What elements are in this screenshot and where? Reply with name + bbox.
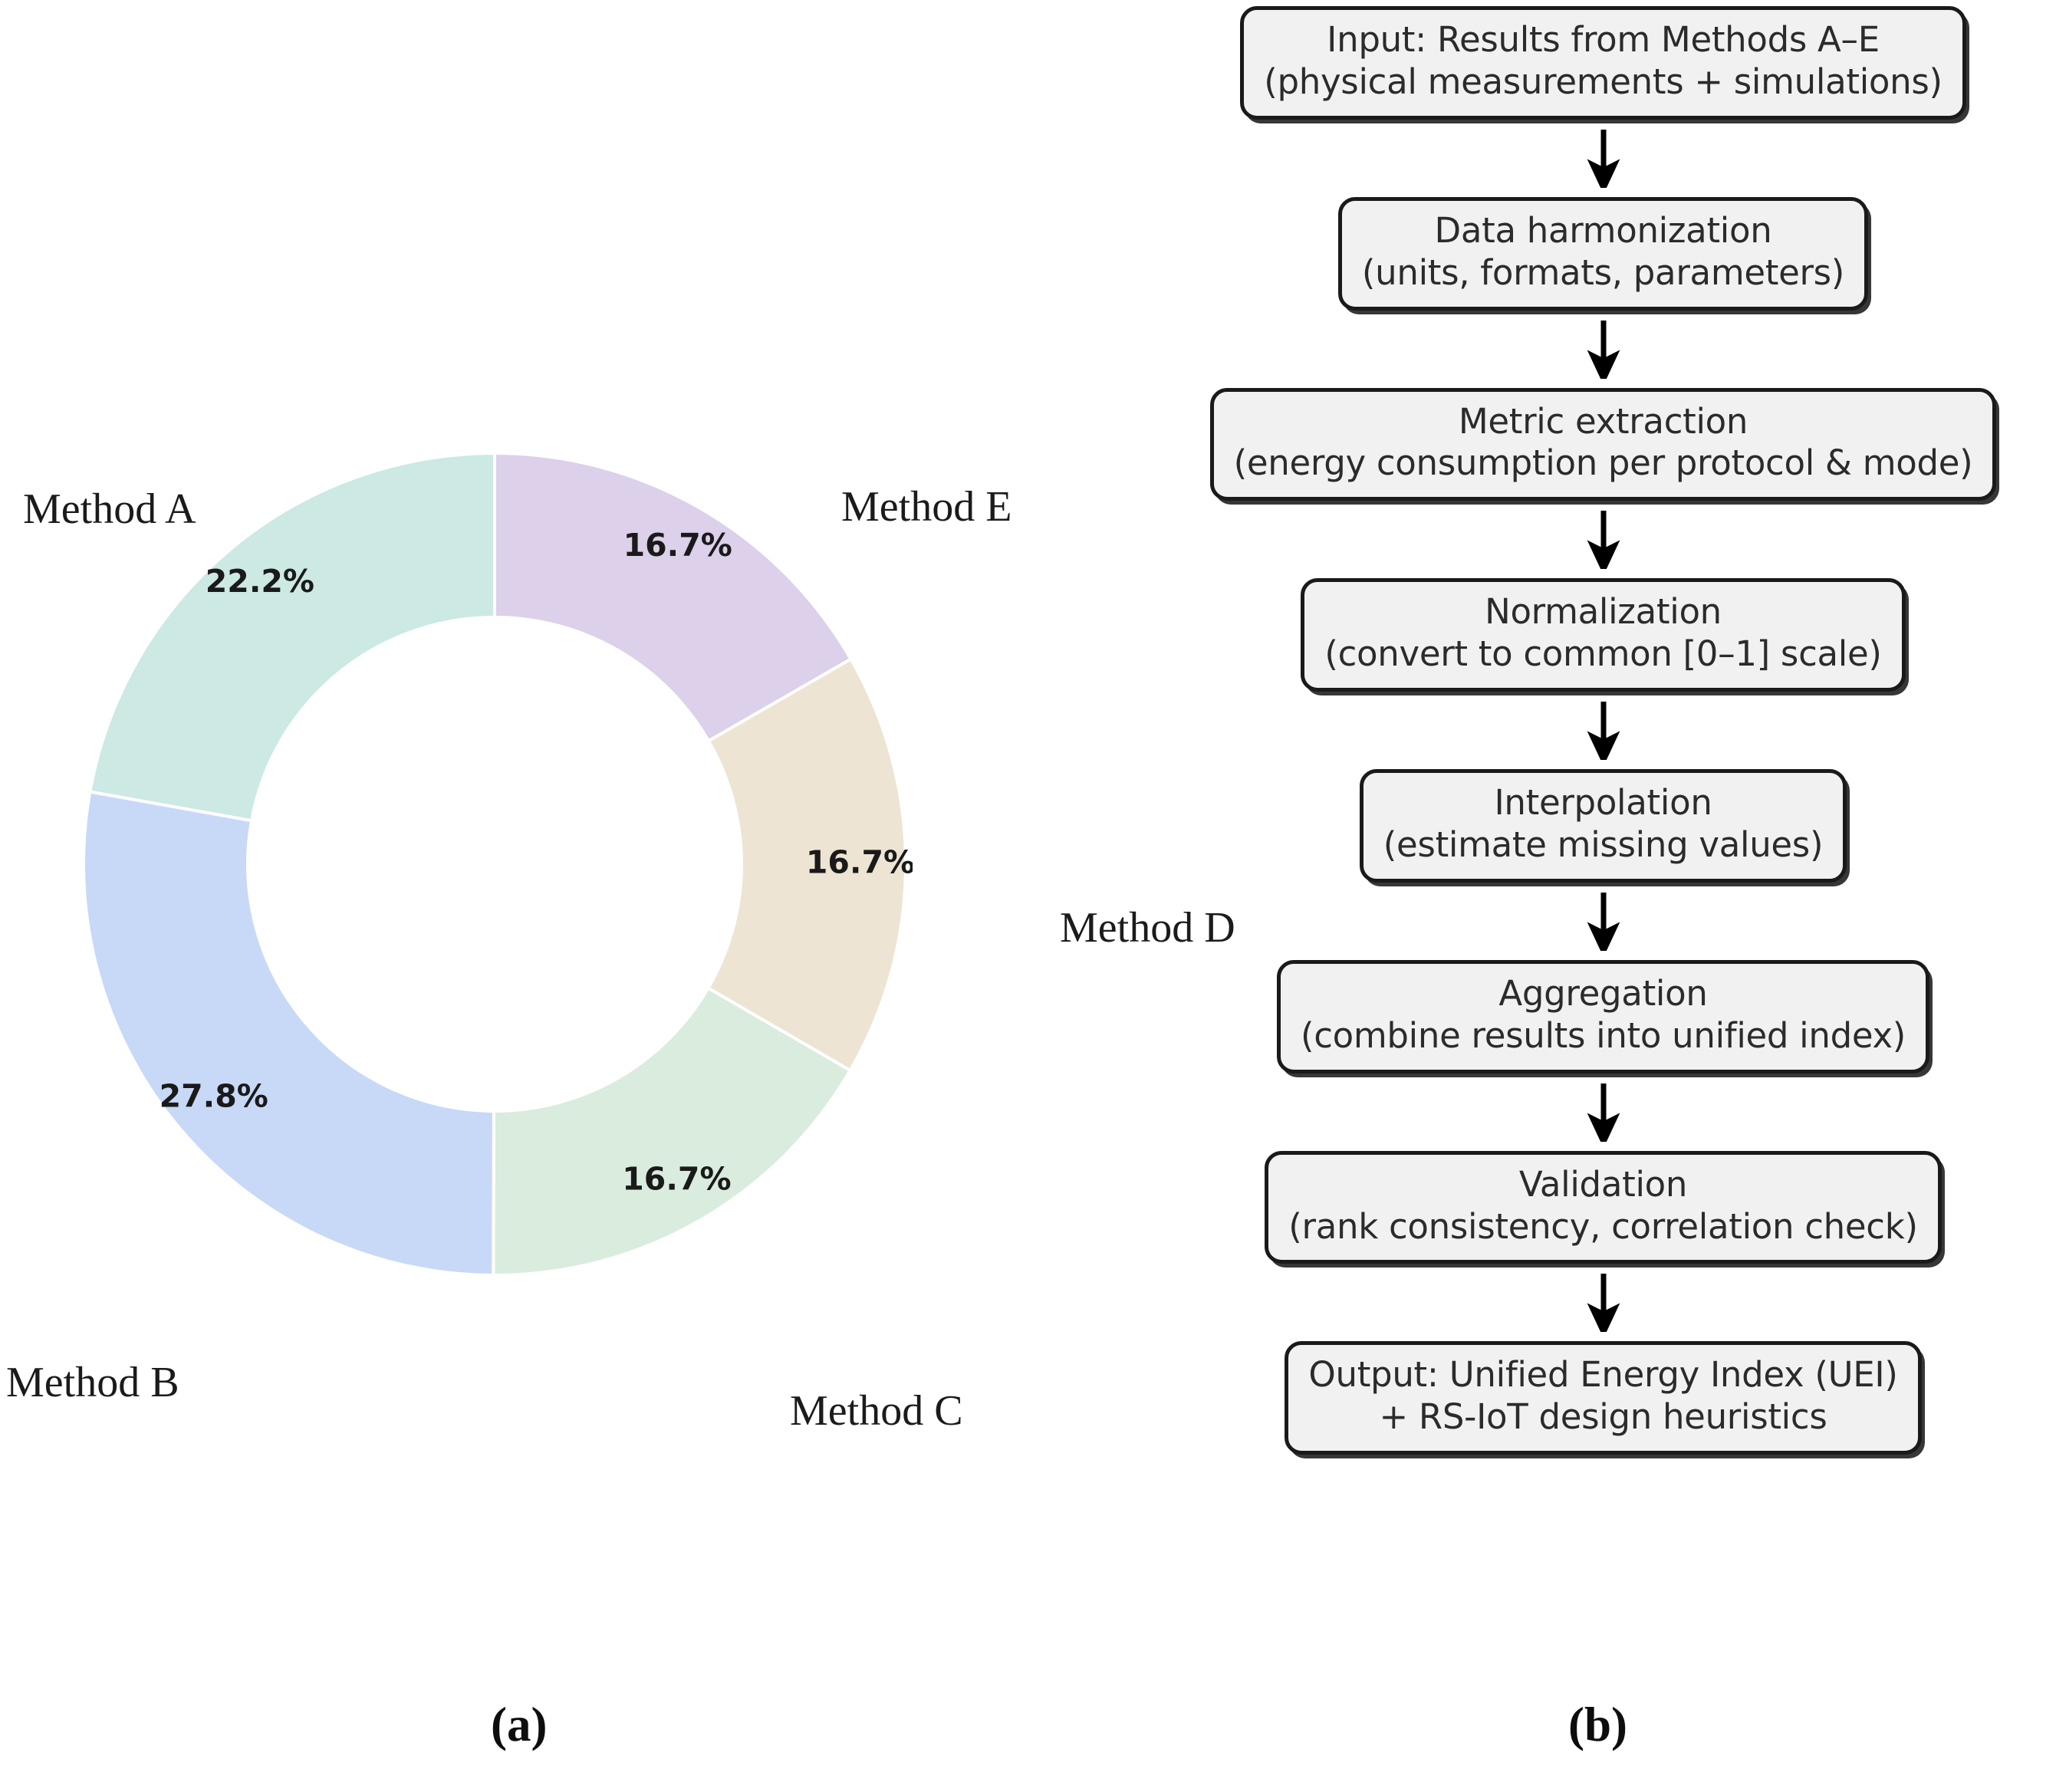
donut-slice-method-e[interactable]	[493, 451, 854, 744]
flow-node-output-line1: Output: Unified Energy Index (UEI)	[1308, 1354, 1898, 1396]
flow-node-metric-extraction-line2: (energy consumption per protocol & mode)	[1233, 442, 1973, 484]
donut-slice-method-a[interactable]	[88, 451, 496, 823]
flow-arrow-down-icon-5	[1587, 892, 1620, 951]
flow-arrow-down-icon-4	[1587, 702, 1620, 761]
flow-node-validation[interactable]: Validation (rank consistency, correlatio…	[1265, 1150, 1942, 1264]
donut-slice-method-c[interactable]	[492, 985, 853, 1277]
donut-label-method-d: Method D	[1060, 904, 1235, 952]
flowchart-column: Input: Results from Methods A–E (physica…	[1150, 6, 2056, 1455]
flow-node-normalization[interactable]: Normalization (convert to common [0–1] s…	[1301, 578, 1906, 692]
donut-percent-method-e: 16.7%	[623, 527, 732, 564]
donut-percent-method-d: 16.7%	[806, 844, 913, 881]
panel-a-donut-chart: 16.7% 16.7% 16.7% 27.8% 22.2% Method A Metho…	[6, 446, 1235, 1751]
flow-node-interpolation-line2: (estimate missing values)	[1383, 824, 1824, 866]
flow-node-aggregation-line2: (combine results into unified index)	[1300, 1014, 1906, 1056]
donut-percent-method-a: 22.2%	[206, 563, 314, 600]
flow-node-normalization-line1: Normalization	[1485, 591, 1722, 633]
flow-node-normalization-line2: (convert to common [0–1] scale)	[1324, 633, 1882, 675]
flow-node-input-line2: (physical measurements + simulations)	[1264, 61, 1943, 102]
donut-slice-method-d[interactable]	[706, 656, 908, 1073]
figure-caption-a: (a)	[491, 1698, 548, 1751]
flow-node-aggregation-line1: Aggregation	[1498, 972, 1708, 1014]
flow-node-interpolation-line1: Interpolation	[1494, 782, 1712, 824]
donut-label-method-e: Method E	[841, 483, 1012, 531]
donut-slice-group	[81, 451, 908, 1277]
donut-percent-method-c: 16.7%	[622, 1161, 731, 1198]
donut-label-method-c: Method C	[790, 1387, 963, 1435]
donut-label-method-a: Method A	[23, 485, 196, 533]
donut-percent-method-b: 27.8%	[160, 1078, 268, 1115]
flow-arrow-down-icon-2	[1587, 320, 1620, 379]
flow-node-metric-extraction-line1: Metric extraction	[1458, 400, 1748, 442]
flow-node-data-harmonization-line1: Data harmonization	[1434, 209, 1772, 251]
donut-chart: 16.7% 16.7% 16.7% 27.8% 22.2%	[77, 446, 913, 1282]
donut-slice-method-b[interactable]	[81, 790, 495, 1277]
flow-node-data-harmonization[interactable]: Data harmonization (units, formats, para…	[1337, 196, 1869, 311]
flow-node-validation-line1: Validation	[1518, 1163, 1688, 1205]
donut-label-method-b: Method B	[6, 1359, 179, 1406]
flow-arrow-down-icon-6	[1587, 1083, 1620, 1142]
flow-node-input-line1: Input: Results from Methods A–E	[1327, 19, 1880, 60]
flow-node-output[interactable]: Output: Unified Energy Index (UEI) + RS-…	[1285, 1341, 1922, 1455]
flow-node-data-harmonization-line2: (units, formats, parameters)	[1361, 252, 1845, 293]
flow-arrow-down-icon-1	[1587, 129, 1620, 188]
flow-arrow-down-icon-7	[1587, 1274, 1620, 1333]
flow-arrow-down-icon-3	[1587, 511, 1620, 570]
donut-percent-label-group: 16.7% 16.7% 16.7% 27.8% 22.2%	[160, 527, 913, 1198]
flow-node-metric-extraction[interactable]: Metric extraction (energy consumption pe…	[1209, 387, 1997, 501]
flow-node-aggregation[interactable]: Aggregation (combine results into unifie…	[1276, 959, 1930, 1074]
donut-chart-svg: 16.7% 16.7% 16.7% 27.8% 22.2%	[81, 451, 913, 1277]
panel-b-flowchart: Input: Results from Methods A–E (physica…	[1150, 0, 2056, 1792]
flow-node-input[interactable]: Input: Results from Methods A–E (physica…	[1240, 6, 1966, 120]
flow-node-output-line2: + RS-IoT design heuristics	[1379, 1396, 1827, 1438]
figure-caption-b: (b)	[1568, 1698, 1627, 1751]
flow-node-validation-line2: (rank consistency, correlation check)	[1288, 1205, 1918, 1247]
flow-node-interpolation[interactable]: Interpolation (estimate missing values)	[1359, 769, 1847, 883]
